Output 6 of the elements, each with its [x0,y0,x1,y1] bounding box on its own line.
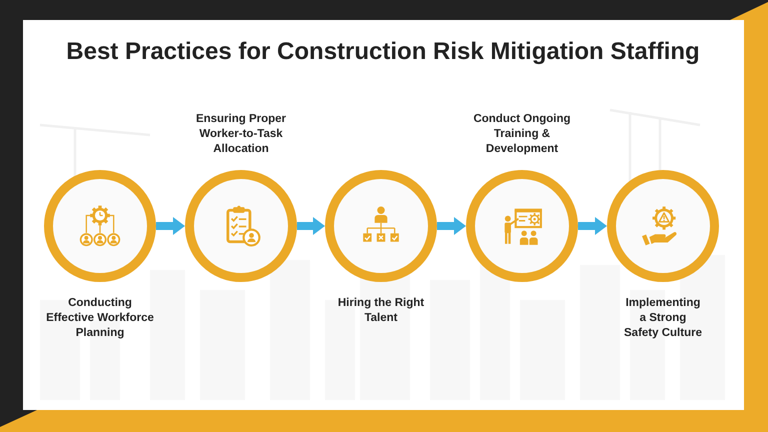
step-label: Ensuring Proper Worker-to-Task Allocation [194,112,288,157]
step-label: Conducting Effective Workforce Planning [45,296,155,341]
step-label: Implementing a Strong Safety Culture [623,296,703,341]
title: Best Practices for Construction Risk Mitigation Staffing [65,37,701,66]
step-label: Conduct Ongoing Training & Development [472,112,572,157]
step-label: Hiring the Right Talent [336,296,426,326]
